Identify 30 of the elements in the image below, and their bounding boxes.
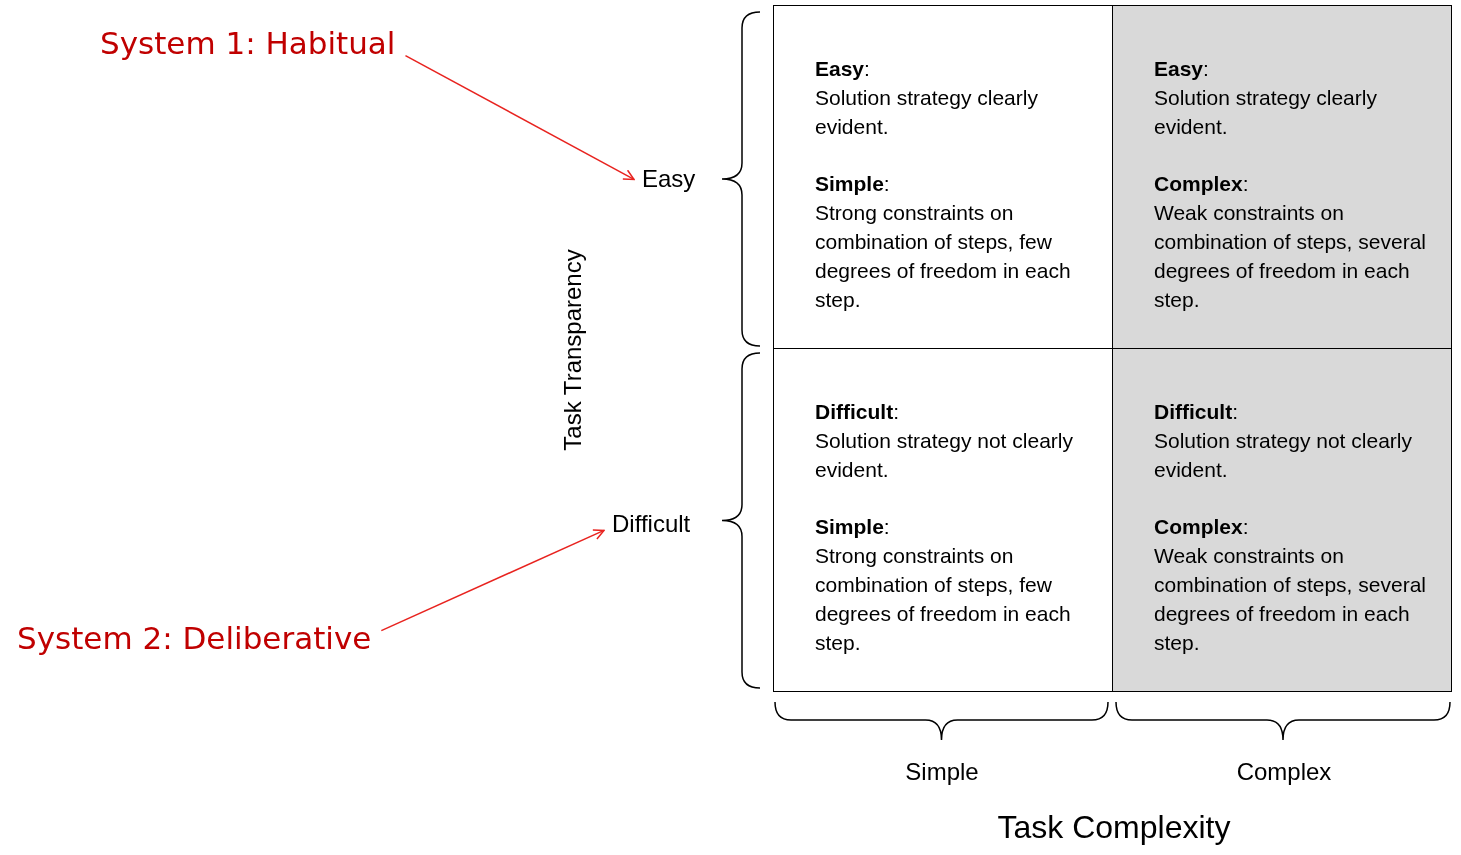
cell-text: Solution strategy clearly evident. xyxy=(1154,85,1378,140)
quadrant-cell xyxy=(1112,5,1452,349)
cell-heading: Difficult: xyxy=(815,399,900,425)
cell-text: Solution strategy not clearly evident. xyxy=(815,428,1074,483)
cell-text: Weak constraints on combination of steps, several degrees of freedom in each step. xyxy=(1154,200,1427,313)
quadrant-cell xyxy=(1112,348,1452,692)
cell-text: Solution strategy clearly evident. xyxy=(815,85,1039,140)
cell-heading: Easy: xyxy=(815,56,871,82)
arrow xyxy=(380,529,605,632)
cell-text: Strong constraints on combination of steps, few degrees of freedom in each step. xyxy=(815,543,1072,656)
axis-label: Task Transparency xyxy=(558,249,587,451)
cell-text: Solution strategy not clearly evident. xyxy=(1154,428,1413,483)
axis-label: Complex xyxy=(1236,757,1332,787)
cell-heading: Simple: xyxy=(815,171,891,197)
axis-label: Task Complexity xyxy=(997,807,1231,847)
row-label: Difficult xyxy=(612,510,691,539)
system-label: System 2: Deliberative xyxy=(17,620,372,658)
cell-heading: Simple: xyxy=(815,514,891,540)
axis-label: Simple xyxy=(905,757,979,787)
arrow xyxy=(404,54,635,181)
quadrant-cell xyxy=(773,348,1113,692)
cell-heading: Difficult: xyxy=(1154,399,1239,425)
cell-heading: Easy: xyxy=(1154,56,1210,82)
cell-heading: Complex: xyxy=(1154,514,1250,540)
system-label: System 1: Habitual xyxy=(100,25,396,63)
cell-heading: Complex: xyxy=(1154,171,1250,197)
row-label: Easy xyxy=(642,165,696,194)
cell-text: Weak constraints on combination of steps, several degrees of freedom in each step. xyxy=(1154,543,1427,656)
cell-text: Strong constraints on combination of steps, few degrees of freedom in each step. xyxy=(815,200,1072,313)
quadrant-cell xyxy=(773,5,1113,349)
